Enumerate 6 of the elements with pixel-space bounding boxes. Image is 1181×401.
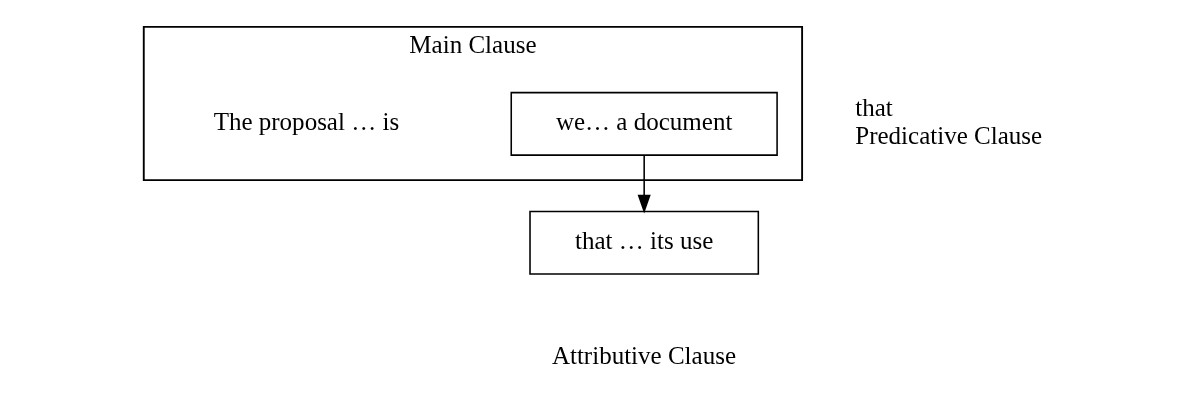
node-label: Predicative Clause [854, 121, 1042, 149]
node-box: that … its use [528, 210, 759, 275]
arrow [637, 154, 651, 214]
node-label: that [854, 93, 893, 121]
node-label: Attributive Clause [551, 342, 736, 370]
node-box: we… a document [509, 91, 778, 156]
